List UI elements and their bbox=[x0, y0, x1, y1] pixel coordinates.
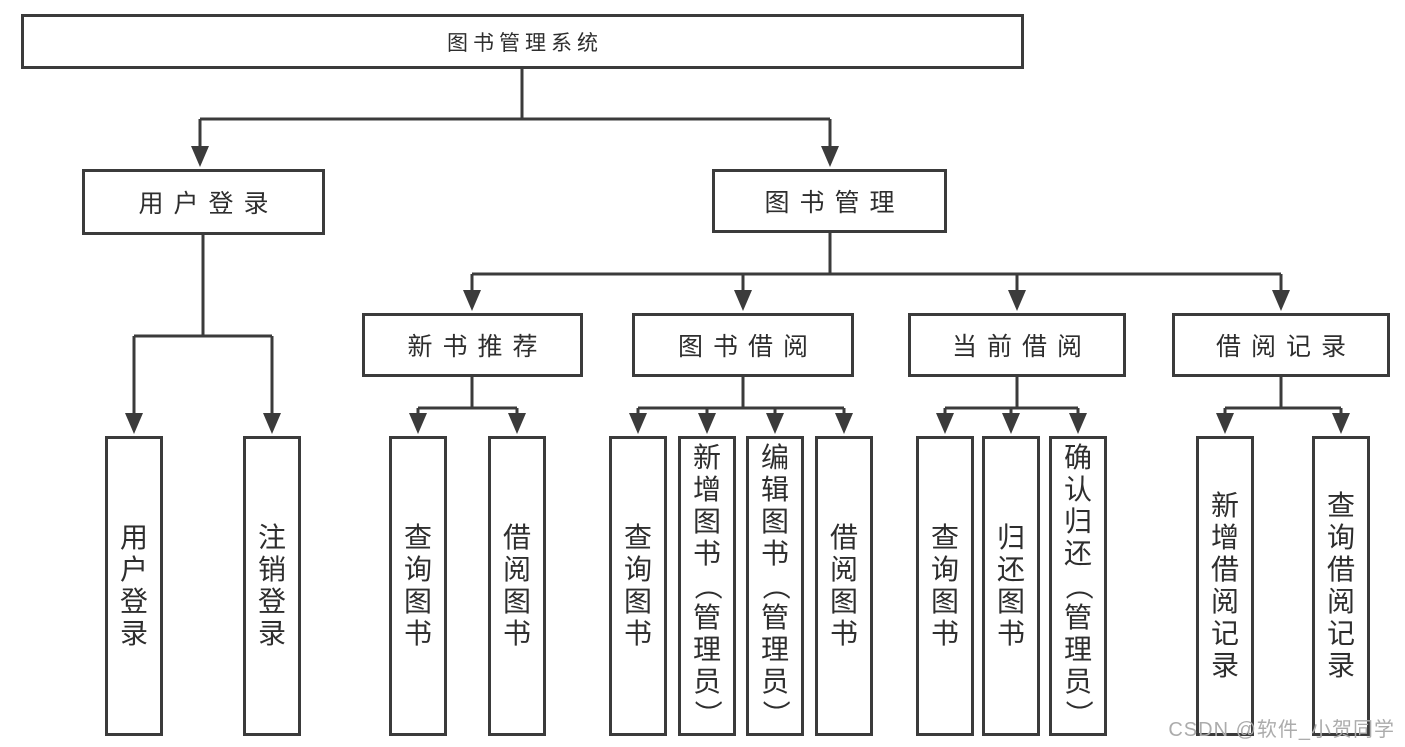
node-library-system: 图书管理系统 bbox=[21, 14, 1024, 69]
leaf-query-books-borrow: 查询图书 bbox=[609, 436, 667, 736]
node-new-book-recommend: 新书推荐 bbox=[362, 313, 583, 377]
leaf-query-books-recommend: 查询图书 bbox=[389, 436, 447, 736]
node-current-borrow: 当前借阅 bbox=[908, 313, 1126, 377]
leaf-confirm-return-admin: 确认归还（管理员） bbox=[1049, 436, 1107, 736]
leaf-query-books-current: 查询图书 bbox=[916, 436, 974, 736]
node-borrow-records: 借阅记录 bbox=[1172, 313, 1390, 377]
leaf-logout: 注销登录 bbox=[243, 436, 301, 736]
leaf-user-login: 用户登录 bbox=[105, 436, 163, 736]
node-user-login: 用户登录 bbox=[82, 169, 325, 235]
leaf-query-borrow-record: 查询借阅记录 bbox=[1312, 436, 1370, 736]
leaf-add-borrow-record: 新增借阅记录 bbox=[1196, 436, 1254, 736]
node-book-management: 图书管理 bbox=[712, 169, 947, 233]
node-book-borrow: 图书借阅 bbox=[632, 313, 854, 377]
leaf-return-book: 归还图书 bbox=[982, 436, 1040, 736]
leaf-borrow-book-recommend: 借阅图书 bbox=[488, 436, 546, 736]
leaf-edit-book-admin: 编辑图书（管理员） bbox=[746, 436, 804, 736]
leaf-borrow-book: 借阅图书 bbox=[815, 436, 873, 736]
leaf-add-book-admin: 新增图书（管理员） bbox=[678, 436, 736, 736]
watermark: CSDN @软件_小贺同学 bbox=[1168, 719, 1395, 741]
